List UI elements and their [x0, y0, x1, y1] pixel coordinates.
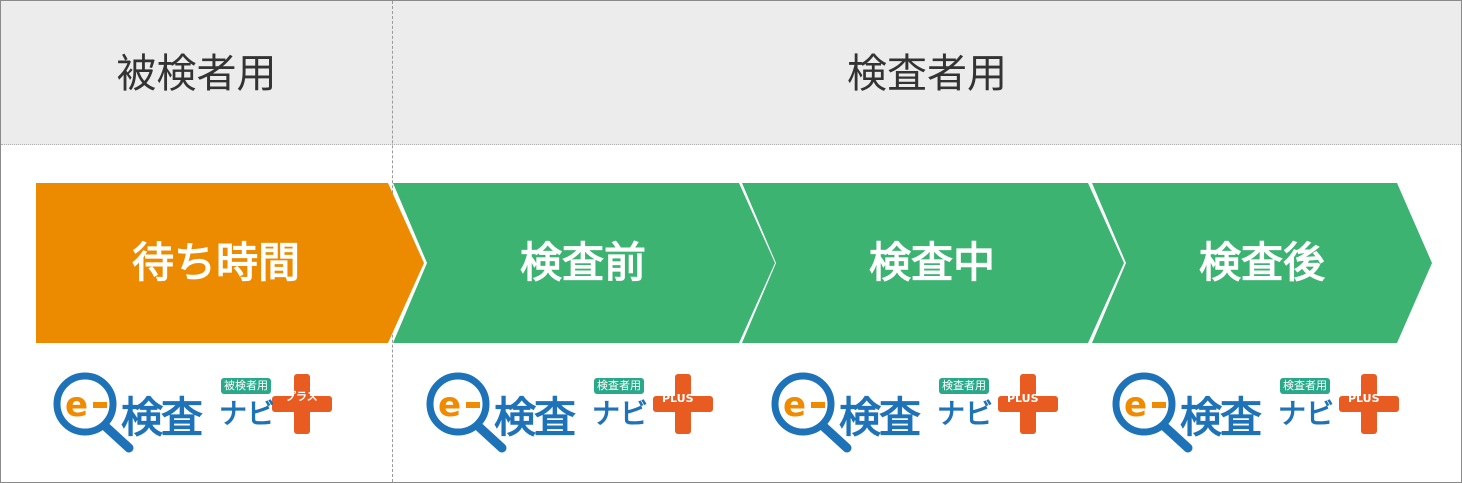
stage-arrow-after: 検査後	[1092, 183, 1437, 343]
logo-e-kensa-navi-examinee: e 検査 被検者用 ナビ プラス	[49, 366, 349, 456]
logo-word: 検査	[121, 393, 203, 442]
stage-label: 検査前	[519, 238, 646, 287]
logo-badge: 検査者用	[1280, 378, 1330, 394]
arrow-shape	[742, 183, 1124, 343]
stage-arrow-before: 検査前	[393, 183, 778, 343]
stage-label: 検査中	[868, 238, 995, 287]
arrow-shape	[1092, 183, 1432, 343]
logo-kana: ナビ	[219, 397, 276, 430]
logo-e-kensa-navi-examiner-during: e 検査 検査者用 ナビ PLUS	[767, 366, 1067, 456]
header-band	[1, 1, 1461, 145]
logo-word: 検査	[1180, 393, 1262, 442]
logo-plus-text: プラス	[285, 390, 318, 403]
magnifier-e-icon: e	[426, 372, 713, 453]
svg-text:e: e	[783, 385, 806, 425]
stage-arrow-during: 検査中	[742, 183, 1127, 343]
magnifier-e-icon: e	[53, 372, 332, 453]
arrow-shape	[393, 183, 775, 343]
logo-plus-text: PLUS	[662, 392, 694, 405]
header-label-examiner: 検査者用	[847, 51, 1007, 97]
magnifier-e-icon: e	[771, 372, 1058, 453]
logo-plus-text: PLUS	[1007, 392, 1039, 405]
logo-e-kensa-navi-examiner-after: e 検査 検査者用 ナビ PLUS	[1108, 366, 1408, 456]
logo-kana: ナビ	[1278, 397, 1335, 430]
logo-badge: 検査者用	[939, 378, 989, 394]
logo-e-kensa-navi-examiner-before: e 検査 検査者用 ナビ PLUS	[422, 366, 722, 456]
svg-text:e: e	[65, 385, 88, 425]
logo-kana: ナビ	[937, 397, 994, 430]
logo-plus-text: PLUS	[1348, 392, 1380, 405]
logo-badge: 検査者用	[594, 378, 644, 394]
stage-arrow-waiting: 待ち時間	[36, 183, 426, 343]
logo-word: 検査	[494, 393, 576, 442]
stage-label: 待ち時間	[131, 238, 300, 287]
magnifier-e-icon: e	[1112, 372, 1399, 453]
svg-text:e: e	[438, 385, 461, 425]
header-label-examinee: 被検者用	[116, 51, 277, 97]
stage-label: 検査後	[1198, 238, 1325, 287]
arrow-shape	[36, 183, 424, 343]
logo-word: 検査	[839, 393, 921, 442]
logo-kana: ナビ	[592, 397, 649, 430]
logo-badge: 被検者用	[221, 378, 271, 394]
svg-text:e: e	[1124, 385, 1147, 425]
